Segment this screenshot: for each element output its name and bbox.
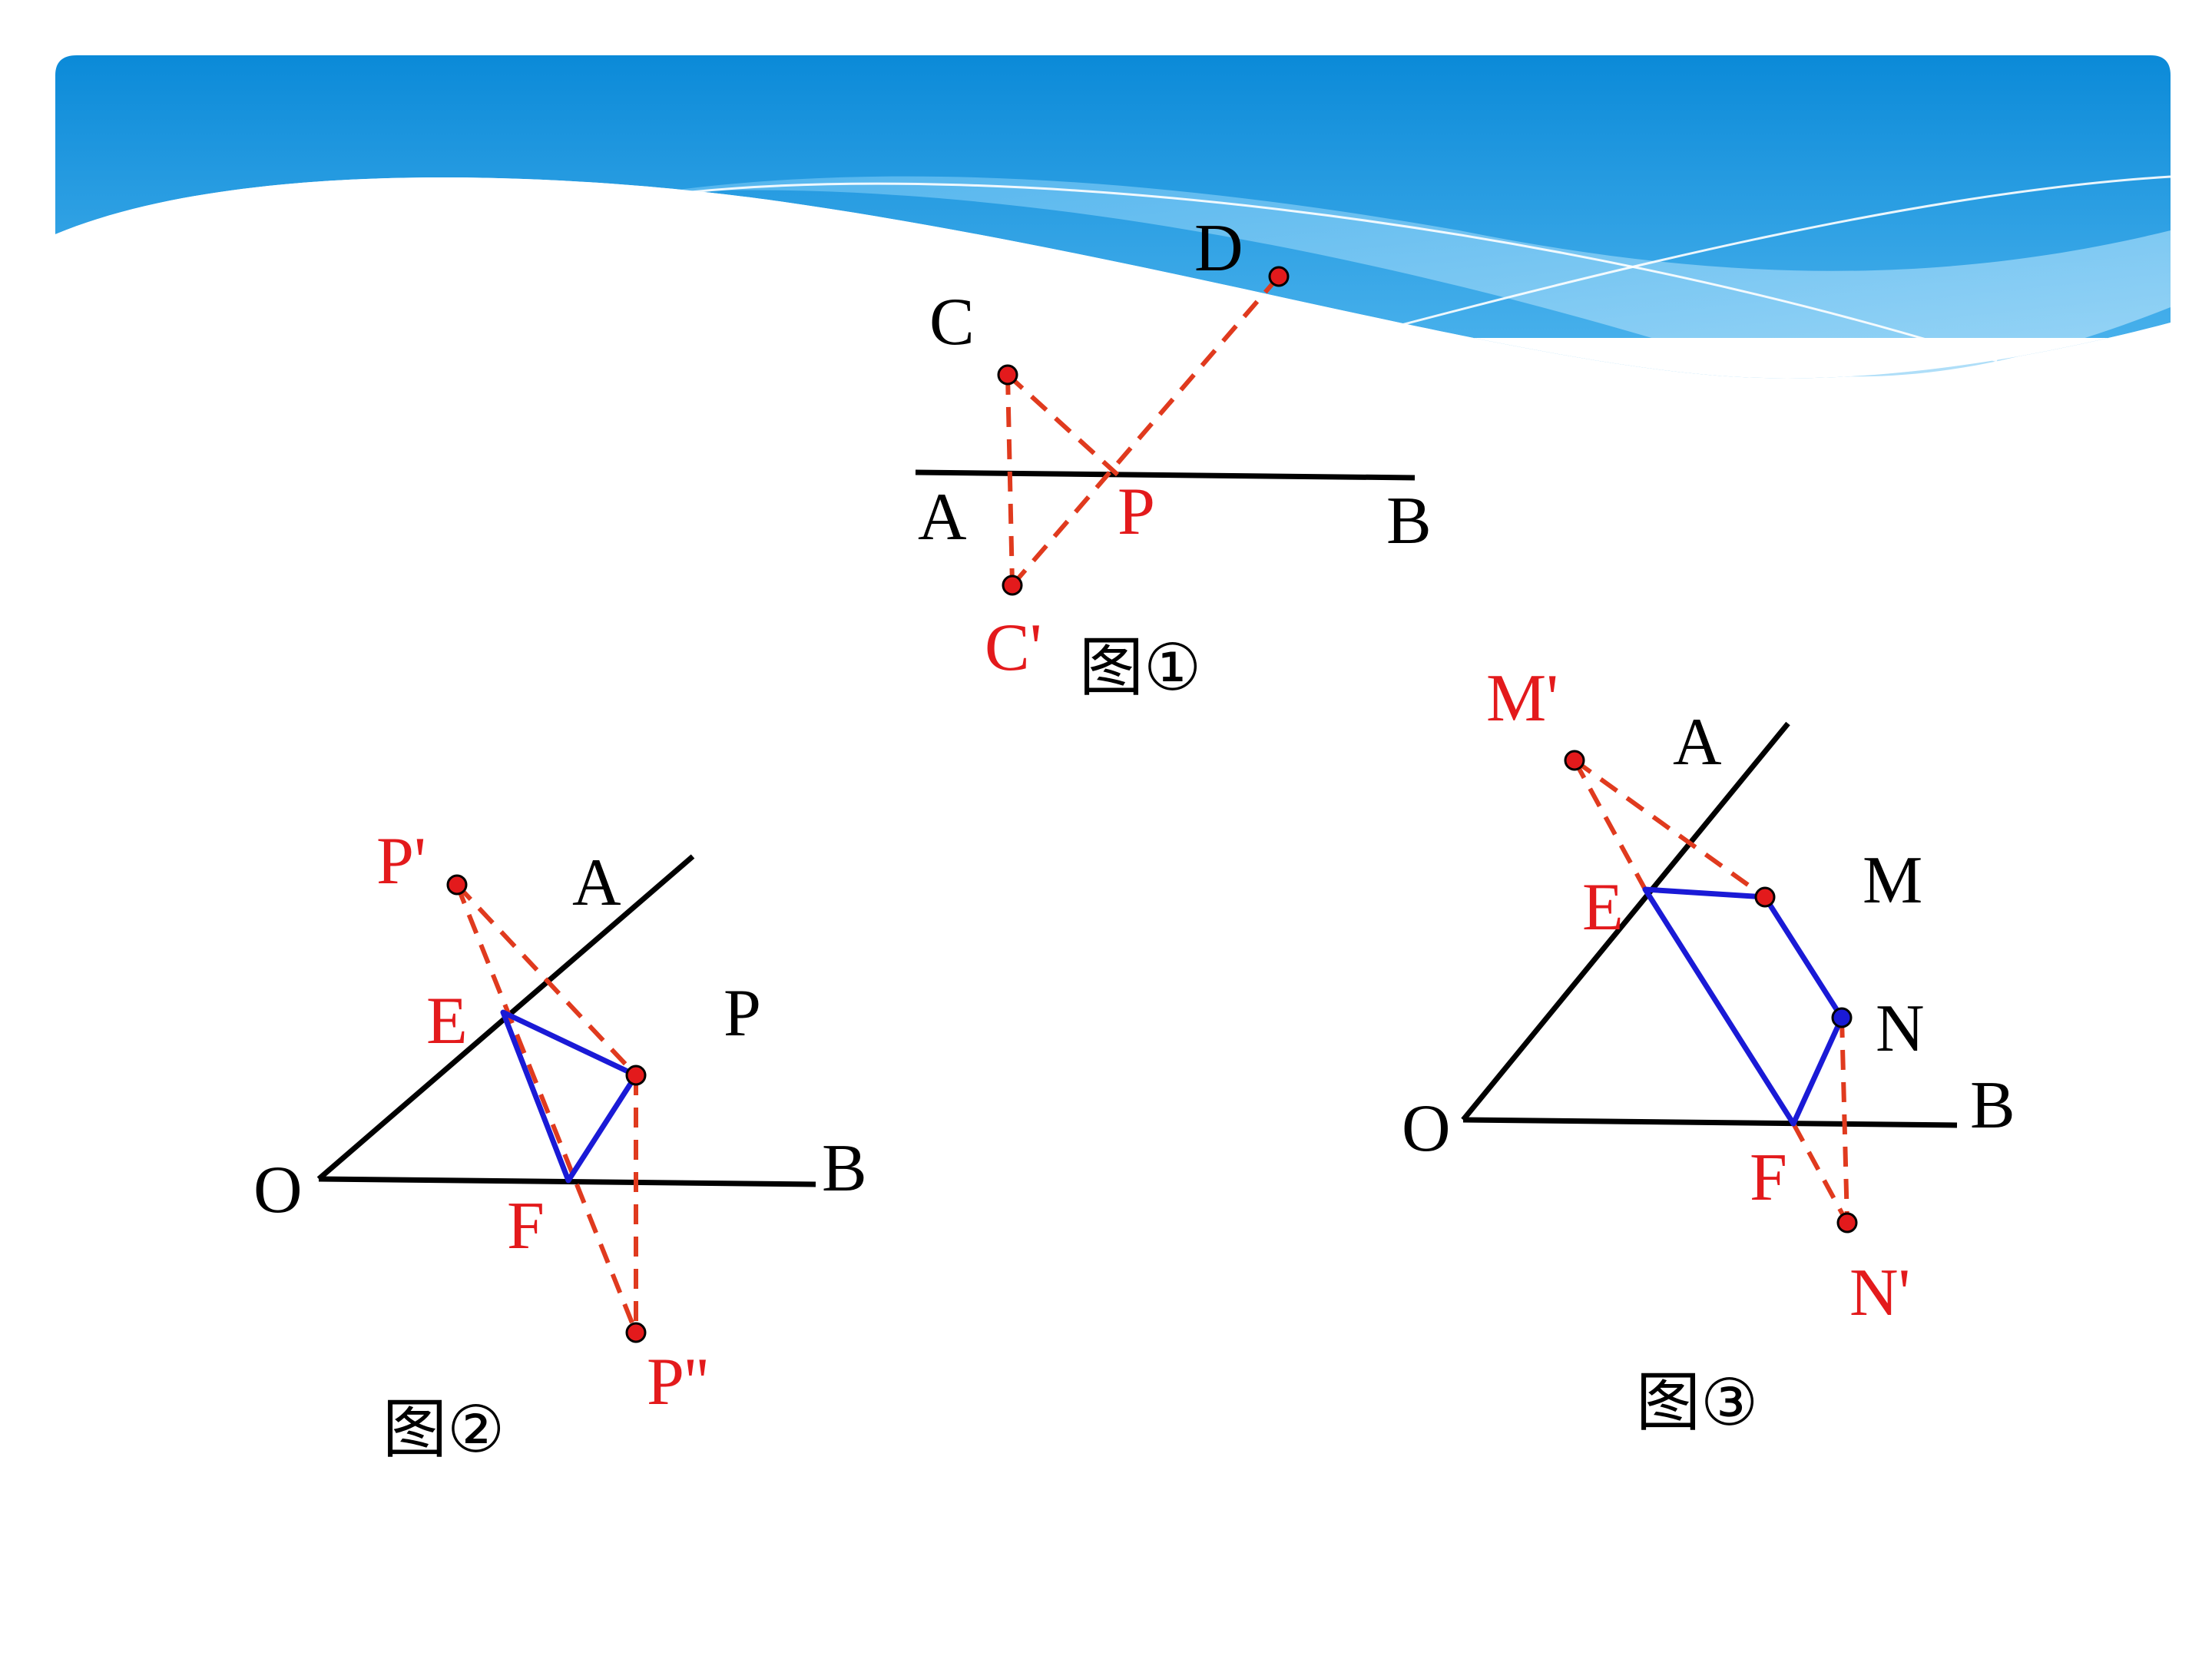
point-p [625, 1065, 647, 1086]
label-n: N [1876, 992, 1925, 1066]
label-e: E [426, 984, 468, 1058]
line-ab [915, 469, 1416, 481]
dashed-f-nprime [1791, 1122, 1849, 1224]
label-d: D [1194, 211, 1243, 286]
dashed-c-cprime [1005, 374, 1015, 586]
dashed-mprime-e [1572, 759, 1647, 891]
label-a: A [918, 480, 967, 555]
point-c [997, 364, 1018, 386]
path-m-e-f-n [1642, 886, 1845, 1127]
label-f: F [507, 1189, 545, 1263]
point-p-double-prime [625, 1322, 647, 1343]
label-c-prime: C' [985, 611, 1042, 685]
label-a: A [572, 846, 621, 920]
label-p: P [1118, 475, 1155, 549]
figure-2: O A B P E F P' P'' 图② [253, 824, 867, 1467]
dashed-n-nprime [1839, 1017, 1849, 1224]
ray-ob [1462, 1117, 1958, 1128]
dashed-cprime-d [1010, 275, 1281, 587]
point-d [1268, 266, 1290, 287]
label-o: O [253, 1153, 303, 1227]
label-b: B [1386, 484, 1432, 558]
label-p-double-prime: P'' [647, 1345, 709, 1419]
point-c-prime [1002, 575, 1023, 596]
point-m [1754, 886, 1776, 908]
label-m-prime: M' [1486, 661, 1558, 736]
dashed-c-p [1005, 373, 1120, 477]
figure-1: C D A B P C' 图① [915, 211, 1432, 705]
figure-3-caption: 图③ [1636, 1365, 1758, 1440]
label-b: B [1970, 1068, 2015, 1143]
figure-1-caption: 图① [1079, 630, 1201, 705]
point-m-prime [1564, 750, 1585, 771]
label-e: E [1582, 870, 1624, 945]
label-c: C [929, 285, 975, 359]
figure-3: O A B M N E F M' N' 图③ [1402, 661, 2015, 1440]
point-n [1831, 1007, 1853, 1028]
label-b: B [822, 1131, 867, 1206]
point-p-prime [446, 874, 468, 896]
ray-oa [1461, 721, 1790, 1122]
figure-2-caption: 图② [382, 1392, 505, 1467]
label-p-prime: P' [376, 824, 426, 899]
label-o: O [1402, 1091, 1451, 1166]
dashed-mprime-m [1573, 758, 1767, 899]
path-p-e-f [500, 1009, 638, 1184]
label-a: A [1673, 705, 1722, 780]
label-m: M [1863, 843, 1922, 918]
label-p: P [724, 976, 761, 1051]
header-banner [55, 55, 2171, 379]
dashed-pprime-pdoubleprime [455, 883, 638, 1334]
label-n-prime: N' [1849, 1256, 1910, 1330]
label-f: F [1750, 1141, 1787, 1215]
dashed-pprime-p [455, 882, 638, 1078]
point-n-prime [1836, 1212, 1858, 1233]
